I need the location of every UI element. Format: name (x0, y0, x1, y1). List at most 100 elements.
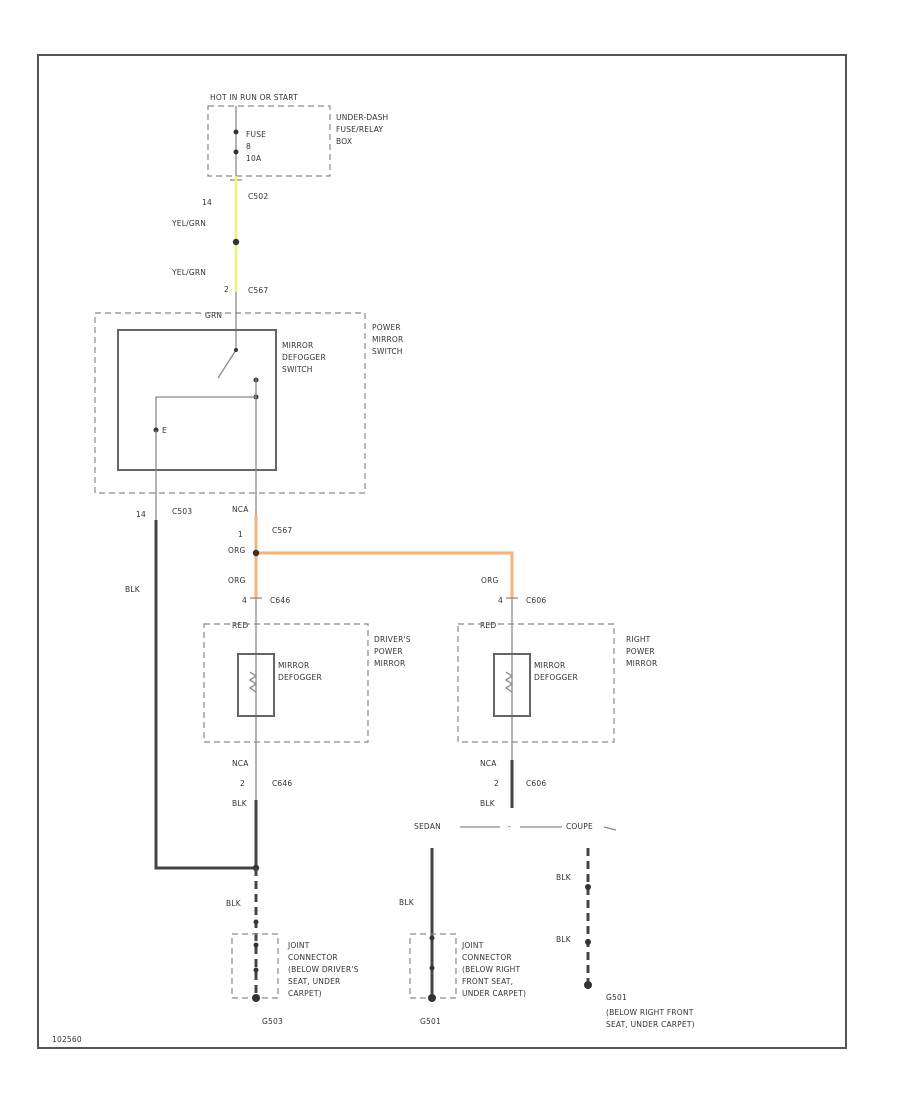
yel-grn-label-1: YEL/GRN (171, 219, 206, 228)
right-outer-name-2: POWER (626, 647, 655, 656)
drivers-c646-bottom-label: C646 (272, 779, 292, 788)
right-outer-name-3: MIRROR (626, 659, 657, 668)
drivers-c646-top-label: C646 (270, 596, 290, 605)
joint-connector-drivers: JOINT CONNECTOR (BELOW DRIVER'S SEAT, UN… (231, 933, 359, 1026)
fuse-terminal-bottom (233, 149, 239, 155)
right-nca-label: NCA (480, 759, 497, 768)
body-variant-split: SEDAN - COUPE (414, 822, 617, 831)
c503-pin: 14 (136, 510, 146, 519)
drivers-outer-name-3: MIRROR (374, 659, 405, 668)
joint-right-line-5: UNDER CARPET) (462, 989, 526, 998)
coupe-ground-id: G501 (606, 993, 627, 1002)
joint-right-line-2: CONNECTOR (462, 953, 512, 962)
joint-right-line-4: FRONT SEAT, (462, 977, 513, 986)
drivers-inner-name-1: MIRROR (278, 661, 309, 670)
right-outer-name-1: RIGHT (626, 635, 651, 644)
yel-grn-splice (232, 238, 240, 246)
fuse-box-name-1: UNDER-DASH (336, 113, 388, 122)
sedan-label: SEDAN (414, 822, 441, 831)
drivers-c646-top-pin: 4 (242, 596, 247, 605)
drivers-power-mirror: 4 C646 RED MIRROR DEFOGGER DRIVER'S POWE… (203, 596, 411, 808)
g503-ground-point (252, 994, 260, 1002)
blk-coupe-label-1: BLK (556, 873, 572, 882)
joint-left-line-2: CONNECTOR (288, 953, 338, 962)
fuse-rating: 10A (246, 154, 262, 163)
fuse-box-name-2: FUSE/RELAY (336, 125, 383, 134)
fuse-label: FUSE (246, 130, 266, 139)
joint-left-line-5: CARPET) (288, 989, 322, 998)
power-source-header: HOT IN RUN OR START (210, 93, 298, 102)
switch-indicator-loop (155, 396, 256, 430)
right-defogger-element (493, 653, 531, 717)
joint-left-node-2 (253, 942, 259, 948)
coupe-splice-2 (585, 939, 591, 945)
nca-switch-label: NCA (232, 505, 249, 514)
org-label-3: ORG (481, 576, 499, 585)
org-label-2: ORG (228, 576, 246, 585)
power-mirror-switch: E MIRROR DEFOGGER SWITCH POWER MIRROR SW… (94, 312, 403, 515)
variant-end-tick (603, 826, 617, 831)
drivers-mirror-outline (203, 623, 369, 743)
org-splice (252, 549, 260, 557)
diagram-frame (37, 54, 847, 1049)
joint-left-line-4: SEAT, UNDER (288, 977, 340, 986)
fuse-number: 8 (246, 142, 251, 151)
c567-top-pin: 2 (224, 285, 229, 294)
right-inner-name-1: MIRROR (534, 661, 565, 670)
org-wire-right (256, 551, 514, 598)
joint-left-node-1 (253, 919, 259, 925)
fuse-terminal-top (233, 129, 239, 135)
coupe-ground-line-1: (BELOW RIGHT FRONT (606, 1008, 694, 1017)
switch-outer-name-3: SWITCH (372, 347, 403, 356)
blk-ground-wire-left (154, 520, 256, 870)
drivers-inner-name-2: DEFOGGER (278, 673, 322, 682)
joint-left-line-3: (BELOW DRIVER'S (288, 965, 359, 974)
joint-left-line-1: JOINT (287, 941, 310, 950)
right-c606-bottom-pin: 2 (494, 779, 499, 788)
switch-outer-name-1: POWER (372, 323, 401, 332)
right-c606-top-pin: 4 (498, 596, 503, 605)
drivers-defogger-element (237, 653, 275, 717)
blk-left-label: BLK (125, 585, 141, 594)
switch-inner-name-3: SWITCH (282, 365, 313, 374)
joint-right-node-1 (429, 935, 435, 941)
c502-connector-label: C502 (248, 192, 268, 201)
right-inner-name-2: DEFOGGER (534, 673, 578, 682)
mirror-defogger-switch-box (117, 329, 277, 471)
yel-grn-label-2: YEL/GRN (171, 268, 206, 277)
blk-main-label: BLK (226, 899, 242, 908)
joint-connector-right: JOINT CONNECTOR (BELOW RIGHT FRONT SEAT,… (409, 933, 526, 1026)
c567-bottom-pin: 1 (238, 530, 243, 539)
drivers-heater-symbol (248, 671, 258, 693)
drivers-red-label: RED (232, 621, 248, 630)
fuse-box-outline (207, 105, 331, 177)
org-label-1: ORG (228, 546, 246, 555)
drivers-outer-name-1: DRIVER'S (374, 635, 411, 644)
c567-top-label: C567 (248, 286, 268, 295)
right-blk-label: BLK (480, 799, 496, 808)
joint-left-node-3 (253, 967, 259, 973)
g503-label: G503 (262, 1017, 283, 1026)
switch-blade (217, 349, 237, 379)
g501-label: G501 (420, 1017, 441, 1026)
c502-pin-label: 14 (202, 198, 212, 207)
grn-label: GRN (205, 311, 222, 320)
drivers-nca-label: NCA (232, 759, 249, 768)
under-dash-fuse-relay-box: FUSE 8 10A UNDER-DASH FUSE/RELAY BOX (207, 105, 388, 177)
power-mirror-switch-outline (94, 312, 366, 494)
coupe-label: COUPE (566, 822, 593, 831)
joint-right-node-2 (429, 965, 435, 971)
drivers-outer-name-2: POWER (374, 647, 403, 656)
joint-right-line-3: (BELOW RIGHT (462, 965, 520, 974)
joint-right-line-1: JOINT (461, 941, 484, 950)
c503-label: C503 (172, 507, 192, 516)
switch-inner-name-1: MIRROR (282, 341, 313, 350)
fuse-box-name-3: BOX (336, 137, 352, 146)
right-red-label: RED (480, 621, 496, 630)
c567-bottom-label: C567 (272, 526, 292, 535)
figure-code: 102560 (52, 1035, 82, 1044)
drivers-blk-label: BLK (232, 799, 248, 808)
coupe-splice-1 (585, 884, 591, 890)
g501-ground-point (428, 994, 436, 1002)
